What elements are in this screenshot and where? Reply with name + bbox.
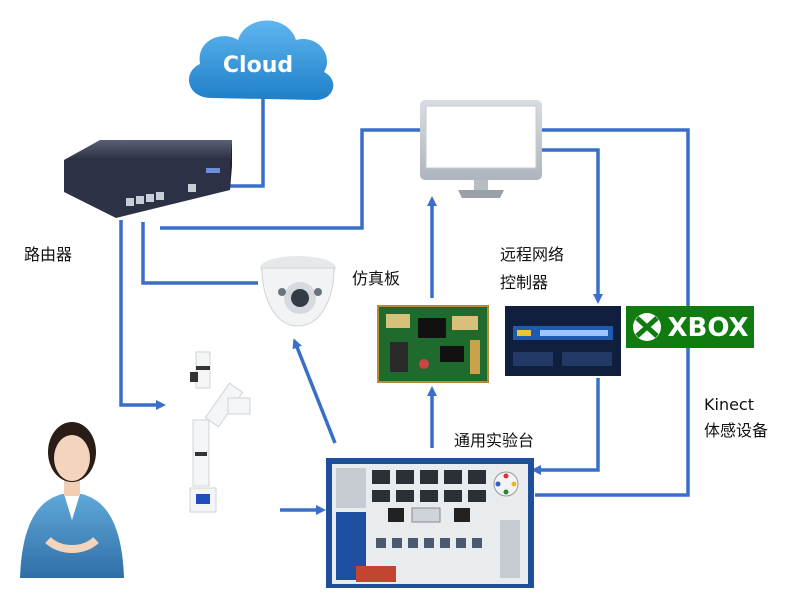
- bench-module: [388, 508, 404, 522]
- monitor-neck: [474, 180, 488, 190]
- robot-joint-2: [196, 366, 210, 370]
- router-label: 路由器: [24, 245, 73, 264]
- test-bench-label: 通用实验台: [454, 431, 535, 450]
- bench-meter: [444, 490, 462, 502]
- bench-meter: [372, 490, 390, 502]
- monitor-node: [420, 100, 542, 198]
- controller-port-block-1: [513, 352, 553, 366]
- router-port-1: [126, 198, 134, 206]
- robot-elbow: [227, 397, 251, 415]
- bench-meter: [468, 490, 486, 502]
- robot-joint-1: [195, 452, 207, 456]
- board-chip-4: [390, 342, 408, 372]
- monitor-screen: [425, 105, 537, 169]
- xbox-node: XBOX: [626, 306, 754, 348]
- line-bench-camera: [292, 338, 337, 444]
- router-side: [230, 140, 232, 190]
- router-front: [64, 160, 230, 218]
- router-port-5: [188, 184, 196, 192]
- camera-ir-2: [314, 288, 322, 296]
- bench-meter-row-1: [372, 470, 486, 484]
- bench-terminal: [424, 538, 434, 548]
- bench-terminal: [440, 538, 450, 548]
- bench-meter: [396, 470, 414, 484]
- router-port-4: [156, 192, 164, 200]
- robot-base-badge: [196, 494, 210, 504]
- line-router-monitor: [160, 128, 420, 230]
- bench-meter: [420, 490, 438, 502]
- controller-node: [505, 306, 621, 376]
- test-bench-node: [326, 458, 534, 588]
- router-port-3: [146, 194, 154, 202]
- avatar-node: [20, 422, 124, 578]
- robot-gripper: [190, 372, 198, 382]
- bench-tray: [356, 566, 396, 582]
- bench-terminal: [408, 538, 418, 548]
- camera-ir-1: [278, 288, 286, 296]
- board-chip-2: [418, 318, 446, 338]
- xbox-icon-x: [635, 316, 659, 338]
- board-chip-5: [440, 346, 464, 362]
- router-node: [64, 140, 232, 218]
- controller-name-plate: [540, 330, 608, 336]
- remote-controller-label-line1: 远程网络: [500, 245, 565, 264]
- bench-side-module-top: [336, 468, 366, 508]
- bench-meter-row-2: [372, 490, 486, 502]
- bench-meter: [468, 470, 486, 484]
- simulation-board-node: [377, 305, 489, 383]
- board-led: [419, 359, 429, 369]
- cloud-node: Cloud: [188, 20, 334, 100]
- line-controller-bench: [531, 378, 600, 475]
- camera-node: [260, 256, 336, 327]
- controller-port-block-2: [562, 352, 612, 366]
- router-top: [64, 140, 232, 160]
- avatar-hands: [45, 536, 99, 553]
- bench-right-column: [500, 520, 520, 578]
- bench-terminal: [392, 538, 402, 548]
- robot-base: [189, 487, 217, 513]
- line-router-robot: [119, 220, 166, 410]
- bench-terminal: [456, 538, 466, 548]
- bench-dial: [493, 471, 519, 497]
- bench-dial-dot: [511, 481, 517, 487]
- avatar-neck: [64, 478, 80, 496]
- sim-board-label: 仿真板: [352, 269, 401, 288]
- router-port-2: [136, 196, 144, 204]
- bench-dial-dot: [503, 489, 509, 495]
- kinect-label-line2: 体感设备: [704, 421, 769, 440]
- bench-dial-dot: [495, 481, 501, 487]
- avatar-suit: [20, 494, 124, 578]
- board-chip-1: [386, 314, 410, 328]
- monitor-stand: [458, 190, 504, 198]
- bench-meter: [444, 470, 462, 484]
- bench-terminal: [472, 538, 482, 548]
- cloud-icon: [188, 20, 334, 100]
- remote-controller-label-line2: 控制器: [500, 273, 549, 292]
- bench-meter: [420, 470, 438, 484]
- bench-terminal: [376, 538, 386, 548]
- robot-arm-node: [189, 351, 251, 513]
- cloud-label: Cloud: [223, 53, 293, 78]
- board-header: [470, 340, 480, 374]
- line-monitor-controller: [542, 148, 603, 304]
- bench-module: [411, 507, 441, 523]
- bench-module: [454, 508, 470, 522]
- line-cloud-router: [215, 96, 265, 188]
- router-logo: [206, 168, 220, 173]
- controller-logo: [517, 330, 531, 336]
- bench-meter: [396, 490, 414, 502]
- board-chip-3: [452, 316, 478, 330]
- bench-meter: [372, 470, 390, 484]
- bench-terminal-row: [376, 538, 482, 548]
- kinect-label-line1: Kinect: [704, 395, 754, 414]
- xbox-label: XBOX: [667, 313, 748, 343]
- avatar-collar: [64, 494, 80, 520]
- bench-dial-dot: [503, 473, 509, 479]
- camera-lens: [291, 289, 309, 307]
- avatar-face: [54, 435, 90, 481]
- line-router-camera: [141, 222, 258, 285]
